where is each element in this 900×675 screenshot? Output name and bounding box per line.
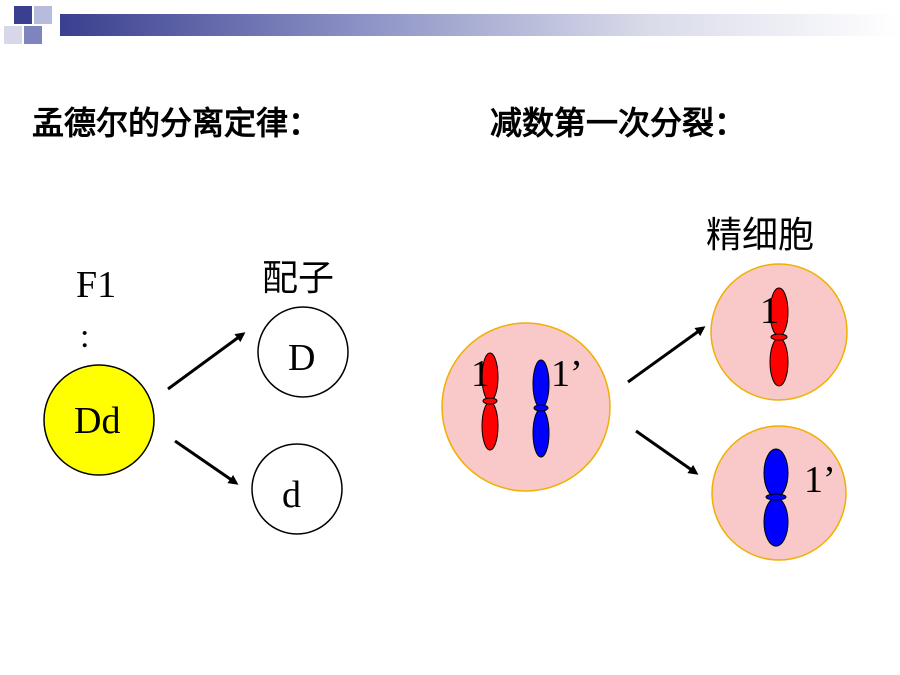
f1-colon: : xyxy=(80,318,90,355)
gamete-cell-d-lower xyxy=(251,443,343,535)
header-gradient-bar xyxy=(60,14,900,36)
header-square-light-2 xyxy=(4,26,22,44)
sperm-upper-chrom-centromere xyxy=(770,333,788,341)
gamete-top-label: D xyxy=(288,337,316,379)
chromosome-red-label: 1 xyxy=(471,353,490,395)
arrow-to-sperm-lower xyxy=(635,429,699,475)
arrow-to-gamete-lower xyxy=(174,439,239,485)
meiosis-parent-cell xyxy=(441,322,611,492)
chromosome-red-centromere xyxy=(482,397,498,405)
header-square-light xyxy=(34,6,52,24)
chromosome-blue-upper-arm xyxy=(532,359,550,409)
parent-genotype-label: Dd xyxy=(74,400,121,442)
chromosome-blue-centromere xyxy=(533,404,549,412)
gamete-cell-d-upper xyxy=(257,306,349,398)
header-square-mid xyxy=(24,26,42,44)
sperm-cells-label: 精细胞 xyxy=(706,215,815,256)
chromosome-red-lower-arm xyxy=(481,401,499,451)
arrow-to-sperm-upper xyxy=(627,326,706,384)
title-mendel-law: 孟德尔的分离定律： xyxy=(32,104,321,142)
gametes-label: 配子 xyxy=(262,258,335,299)
chromosome-blue-lower-arm xyxy=(532,408,550,458)
sperm-upper-chrom-arm-b xyxy=(769,337,789,387)
arrow-to-gamete-upper xyxy=(167,332,246,391)
sperm-lower-label: 1’ xyxy=(804,459,836,501)
f1-label: F1 xyxy=(76,264,117,306)
parent-cell-dd xyxy=(43,364,155,476)
sperm-lower-chrom-arm-b xyxy=(763,497,789,547)
sperm-lower-chrom-arm-a xyxy=(763,448,789,498)
chromosome-blue-label: 1’ xyxy=(551,353,583,395)
title-meiosis-one: 减数第一次分裂： xyxy=(490,104,747,142)
sperm-upper-label: 1 xyxy=(760,290,779,332)
gamete-bottom-label: d xyxy=(282,474,301,516)
header-square-dark xyxy=(14,6,32,24)
sperm-lower-chrom-centromere xyxy=(765,493,787,501)
